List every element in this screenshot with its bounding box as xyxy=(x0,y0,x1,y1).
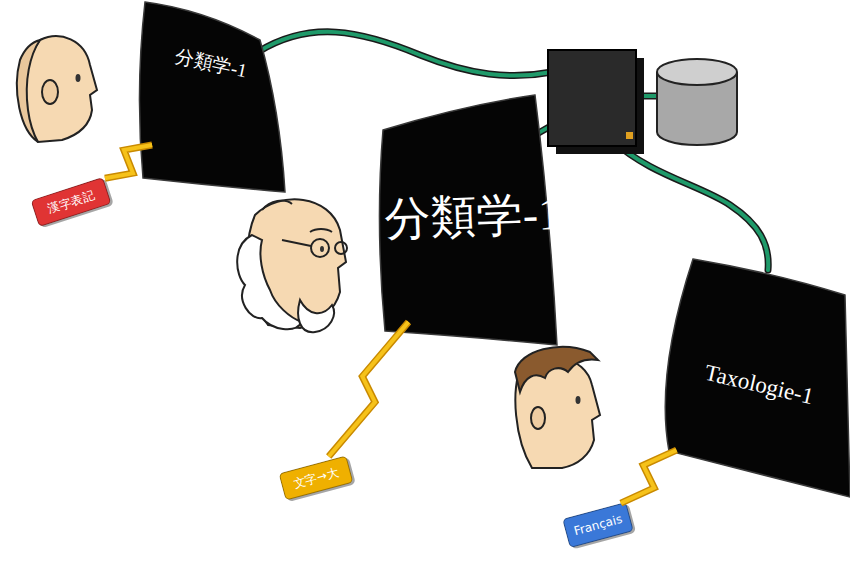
card-label: Français xyxy=(572,512,623,538)
database-cylinder xyxy=(657,59,737,145)
card-label: 文字→大 xyxy=(292,464,341,492)
person-head xyxy=(237,199,347,332)
monitor-screen: Taxologie-1 xyxy=(655,255,850,500)
setting-card: Français xyxy=(562,502,634,548)
setting-card: 漢字表記 xyxy=(31,177,112,227)
person-head xyxy=(17,36,97,142)
screen-outline xyxy=(135,0,290,205)
screen-title: 分類学-1 xyxy=(384,183,562,251)
lightning-connector xyxy=(105,145,152,178)
lightning-connector xyxy=(621,450,677,503)
setting-card: 文字→大 xyxy=(279,455,354,500)
monitor-screen: 分類学-1 xyxy=(375,95,560,350)
lightning-connector xyxy=(329,322,409,457)
card-label: 漢字表記 xyxy=(46,186,97,217)
server-box xyxy=(548,50,644,154)
person-head xyxy=(515,347,600,468)
monitor-screen: 分類学-1 xyxy=(135,0,290,205)
